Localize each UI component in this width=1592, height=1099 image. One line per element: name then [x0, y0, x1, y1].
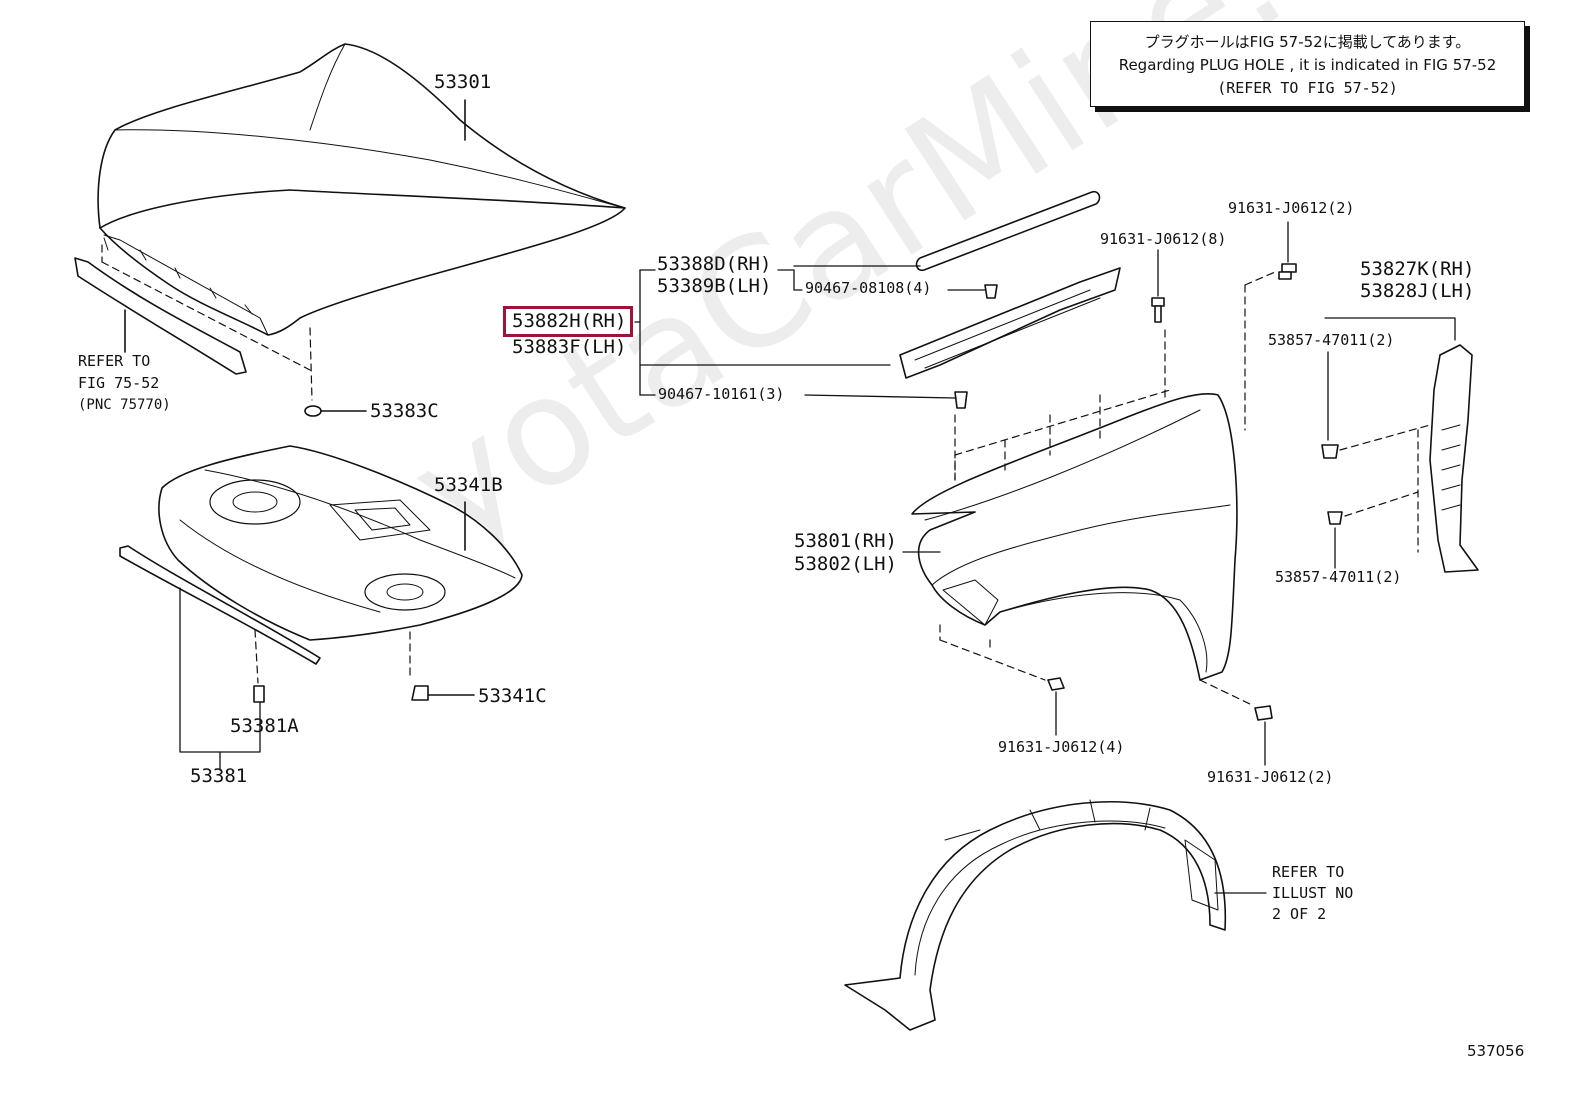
label-53381[interactable]: 53381	[190, 765, 248, 787]
clip-53341C	[411, 685, 429, 701]
label-90467-10161[interactable]: 90467-10161(3)	[658, 385, 785, 403]
seal-strip-53388D	[915, 190, 1101, 272]
hood-guides	[101, 244, 313, 401]
label-91631-4[interactable]: 91631-J0612(4)	[998, 738, 1125, 756]
label-refer-75-2: FIG 75-52	[78, 374, 160, 392]
label-53341C[interactable]: 53341C	[478, 685, 547, 707]
label-refer-illust-1: REFER TO	[1272, 863, 1345, 881]
clip-53857-top	[1321, 444, 1339, 459]
label-53381A[interactable]: 53381A	[230, 715, 299, 737]
label-53383C[interactable]: 53383C	[370, 400, 439, 422]
cushion-53383C	[304, 405, 322, 417]
front-fender	[911, 392, 1238, 681]
label-53828J[interactable]: 53828J(LH)	[1360, 280, 1475, 302]
label-91631-2-top[interactable]: 91631-J0612(2)	[1228, 199, 1355, 217]
label-refer-75-3: (PNC 75770)	[78, 397, 171, 413]
guide-53381A	[254, 629, 259, 684]
leader-53827K	[1324, 317, 1456, 341]
fender-bracket-53882H	[899, 267, 1121, 379]
fender-guides	[939, 271, 1276, 706]
note-line-en: Regarding PLUG HOLE , it is indicated in…	[1118, 56, 1497, 74]
side-panel-guides	[1339, 424, 1431, 553]
label-53301[interactable]: 53301	[434, 71, 492, 93]
note-line-ref: (REFER TO FIG 57-52)	[1217, 79, 1398, 97]
note-line-jp: プラグホールはFIG 57-52に掲載してあります。	[1144, 33, 1471, 51]
label-53389B[interactable]: 53389B(LH)	[657, 275, 772, 297]
clip-53381A	[253, 685, 265, 703]
label-53388D[interactable]: 53388D(RH)	[657, 253, 772, 275]
clip-90467-10161	[954, 391, 968, 409]
fender-screws	[1047, 263, 1297, 721]
label-90467-08108[interactable]: 90467-08108(4)	[805, 279, 932, 297]
label-refer-75-1: REFER TO	[78, 352, 151, 370]
hood-seal-53381	[119, 545, 321, 665]
label-53802[interactable]: 53802(LH)	[794, 553, 897, 575]
label-53857-bot[interactable]: 53857-47011(2)	[1275, 568, 1402, 586]
label-53882H[interactable]: 53882H(RH)	[512, 310, 627, 332]
side-panel-53827K	[1429, 344, 1479, 573]
fender-liner	[844, 799, 1227, 1031]
label-53341B[interactable]: 53341B	[434, 474, 503, 496]
label-53883F[interactable]: 53883F(LH)	[512, 336, 627, 358]
label-refer-illust-3: 2 OF 2	[1272, 905, 1327, 923]
label-53857-top[interactable]: 53857-47011(2)	[1268, 331, 1395, 349]
highlight-box-53882H	[503, 306, 633, 337]
label-53827K[interactable]: 53827K(RH)	[1360, 258, 1475, 280]
label-refer-illust-2: ILLUST NO	[1272, 884, 1354, 902]
clip-53857-bot	[1327, 511, 1343, 525]
hood-seal-strip	[74, 257, 247, 375]
figure-number: 537056	[1467, 1042, 1525, 1060]
clip-90467-08108	[984, 284, 998, 299]
label-53801[interactable]: 53801(RH)	[794, 530, 897, 552]
hood-panel	[97, 43, 626, 336]
hood-insulator	[158, 445, 523, 641]
note-box: プラグホールはFIG 57-52に掲載してあります。 Regarding PLU…	[1090, 21, 1525, 107]
label-91631-2-bot[interactable]: 91631-J0612(2)	[1207, 768, 1334, 786]
label-91631-8[interactable]: 91631-J0612(8)	[1100, 230, 1227, 248]
